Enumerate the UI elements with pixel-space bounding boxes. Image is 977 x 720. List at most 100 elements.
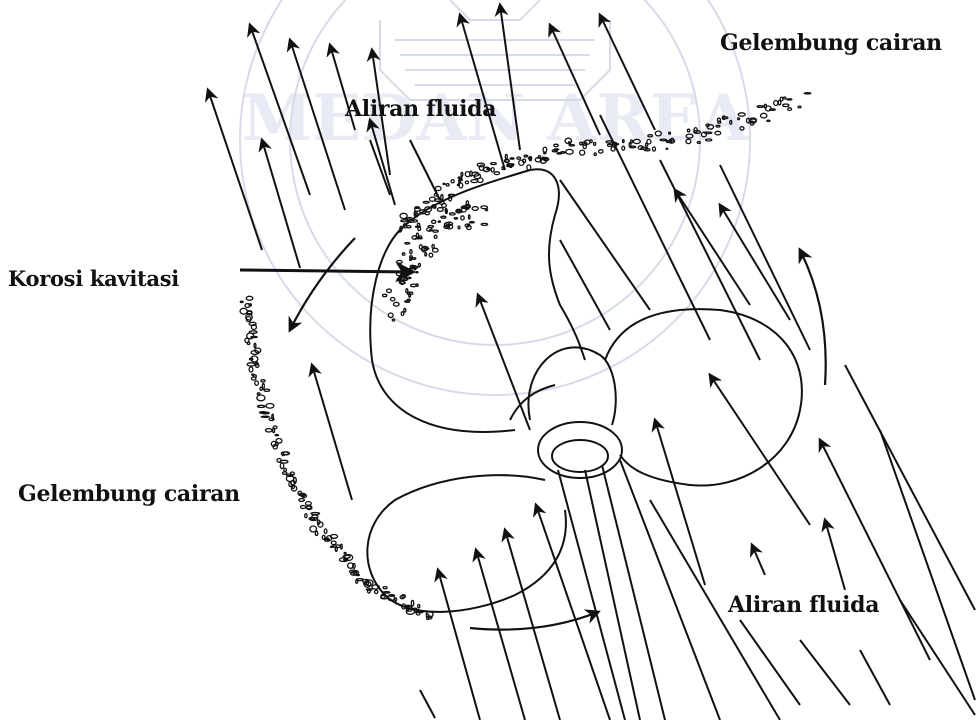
- bubble: [391, 298, 395, 301]
- bubble: [416, 284, 418, 286]
- bubble: [249, 367, 253, 372]
- bubble: [434, 193, 438, 196]
- bubble: [716, 125, 720, 127]
- bubble: [425, 253, 427, 256]
- bubble: [510, 158, 514, 159]
- label-flow-top: Aliran fluida: [345, 96, 496, 122]
- bubble: [788, 108, 792, 111]
- bubble: [608, 144, 612, 146]
- bubble: [804, 93, 811, 94]
- bubble: [446, 184, 449, 186]
- bubble: [783, 104, 789, 107]
- bubble: [487, 168, 490, 169]
- bubble: [478, 178, 483, 183]
- bubble: [457, 210, 459, 213]
- bubble: [406, 289, 408, 293]
- bubble: [433, 248, 439, 252]
- bubble: [402, 253, 405, 255]
- bubble: [783, 97, 785, 99]
- bubble: [428, 226, 433, 228]
- bubble: [723, 116, 725, 120]
- bubble: [524, 155, 528, 157]
- bubble: [401, 312, 404, 316]
- bubble: [468, 215, 470, 219]
- bubble: [356, 574, 359, 575]
- bubble: [341, 544, 343, 549]
- bubble: [383, 294, 387, 296]
- bubble: [458, 177, 462, 179]
- bubble: [767, 120, 770, 121]
- bubble: [258, 405, 265, 407]
- bubble: [471, 180, 478, 183]
- bubble: [438, 221, 440, 222]
- bubble: [284, 452, 289, 455]
- bubble: [686, 134, 693, 138]
- bubble: [437, 208, 443, 212]
- bubble: [554, 149, 558, 150]
- bubble: [284, 468, 286, 472]
- bubble: [653, 147, 656, 151]
- bubble: [441, 216, 446, 218]
- bubble: [415, 612, 423, 613]
- bubble: [240, 301, 243, 302]
- bubble: [740, 127, 744, 130]
- bubble: [434, 206, 436, 209]
- bubble: [472, 207, 478, 211]
- bubble: [306, 502, 312, 506]
- bubble: [301, 506, 306, 509]
- bubble: [416, 272, 418, 273]
- bubble: [461, 216, 464, 220]
- bubble: [415, 207, 421, 211]
- bubble: [262, 383, 264, 389]
- bubble: [435, 186, 441, 190]
- bubble: [686, 139, 691, 143]
- bubble: [554, 144, 558, 146]
- bubble: [331, 541, 336, 545]
- bubble: [289, 482, 292, 486]
- bubble: [251, 336, 258, 337]
- bubble: [687, 129, 689, 132]
- bubble: [757, 106, 763, 108]
- bubble: [398, 263, 401, 265]
- bubble: [387, 289, 392, 293]
- bubble: [458, 226, 460, 229]
- corrosion-pointer: [240, 270, 412, 272]
- bubble: [255, 381, 259, 385]
- bubble: [623, 140, 625, 143]
- bubble: [590, 140, 592, 143]
- bubble: [505, 154, 507, 158]
- bubble: [787, 99, 792, 100]
- bubble: [538, 156, 540, 159]
- bubble: [410, 250, 412, 254]
- bubble: [246, 296, 253, 300]
- bubble: [411, 600, 413, 606]
- bubble: [780, 97, 783, 101]
- bubble: [257, 395, 265, 401]
- bubble: [798, 106, 801, 108]
- bubble: [404, 308, 406, 312]
- bubble: [419, 245, 422, 249]
- bubble: [395, 598, 397, 601]
- bubble: [311, 513, 320, 515]
- bubble: [599, 150, 603, 153]
- label-bubble-top: Gelembung cairan: [720, 30, 942, 56]
- bubble: [368, 589, 371, 593]
- bubble: [443, 183, 445, 184]
- bubble: [388, 313, 393, 318]
- bubble: [344, 552, 346, 554]
- bubble: [261, 416, 269, 417]
- bubble: [394, 302, 400, 306]
- bubble: [299, 499, 305, 502]
- bubble: [400, 213, 407, 218]
- bubble: [254, 343, 256, 347]
- bubble: [622, 146, 625, 150]
- bubble: [411, 284, 417, 287]
- bubble: [412, 258, 416, 260]
- bubble: [405, 243, 410, 245]
- bubble: [277, 459, 281, 463]
- bubble: [491, 168, 494, 172]
- bubble: [392, 319, 394, 321]
- bubble: [481, 223, 487, 225]
- bubble: [666, 148, 668, 149]
